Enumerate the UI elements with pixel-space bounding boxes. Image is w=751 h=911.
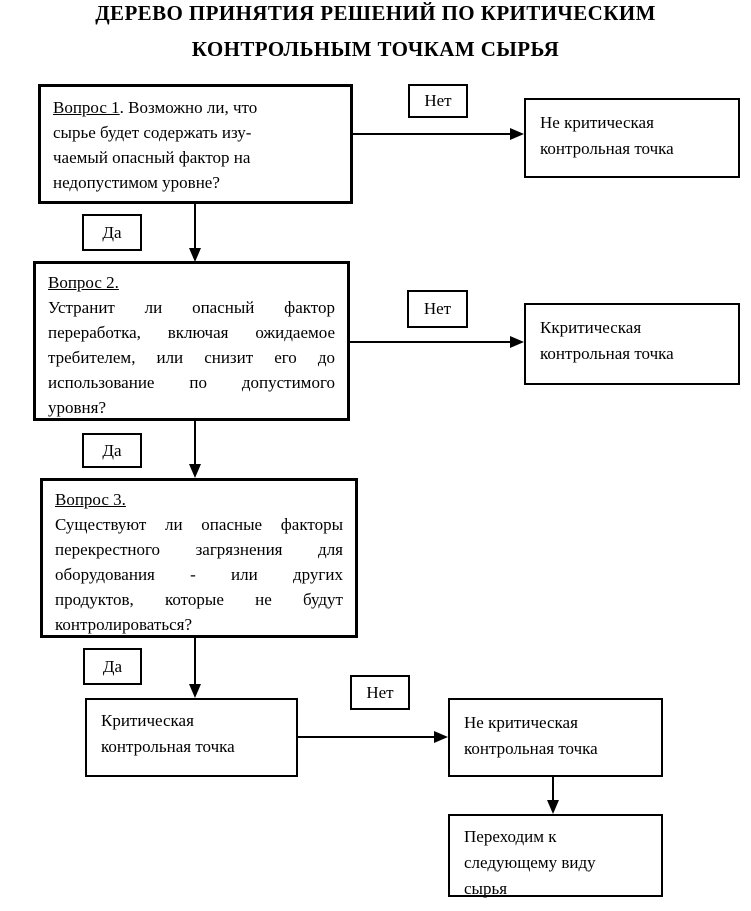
arrowhead-right-icon <box>510 336 524 348</box>
outcome-line: Не критическая <box>464 713 578 732</box>
outcome-line: Переходим к <box>464 827 557 846</box>
outcome-next-raw-material-box: Переходим к следующему виду сырья <box>448 814 663 898</box>
question-1-line-3: чаемый опасный фактор на <box>53 148 251 167</box>
connector-q2-no-line <box>349 341 510 343</box>
outcome-critical-point-bottom-box: Критическая контрольная точка <box>85 698 298 777</box>
question-1-heading-rest: . Возможно ли, что <box>119 98 258 117</box>
question-1-line-1: Вопрос 1. Возможно ли, что <box>53 95 338 120</box>
arrowhead-down-icon <box>189 464 201 478</box>
outcome-line: контрольная точка <box>464 739 598 758</box>
connector-nccp-to-next-line <box>552 777 554 801</box>
question-3-line-5: контролироваться? <box>55 615 192 634</box>
outcome-line: Не критическая <box>540 113 654 132</box>
answer-no-label-3: Нет <box>350 675 410 710</box>
question-1-line-4: недопустимом уровне? <box>53 173 220 192</box>
outcome-line: контрольная точка <box>101 737 235 756</box>
question-2-line-1: Устранит ли опасный фактор <box>48 298 335 317</box>
question-3-line-1: Существуют ли опасные факторы <box>55 515 343 534</box>
outcome-line: следующему виду <box>464 853 596 872</box>
connector-q3-yes-line <box>194 638 196 685</box>
question-2-line-2: переработка, включая ожидаемое <box>48 323 335 342</box>
outcome-line: контрольная точка <box>540 344 674 363</box>
arrowhead-down-icon <box>547 800 559 814</box>
connector-q1-yes-line <box>194 204 196 249</box>
page-title-line-2: КОНТРОЛЬНЫМ ТОЧКАМ СЫРЬЯ <box>191 37 560 61</box>
question-1-heading: Вопрос 1 <box>53 98 120 117</box>
question-1-box: Вопрос 1. Возможно ли, что сырье будет с… <box>38 84 353 204</box>
question-2-line-3: требителем, или снизит его до <box>48 348 335 367</box>
outcome-not-critical-point-top-box: Не критическая контрольная точка <box>524 98 740 178</box>
connector-q2-yes-line <box>194 421 196 465</box>
question-2-line-4: использование по допустимого <box>48 373 335 392</box>
connector-q1-no-line <box>352 133 510 135</box>
question-2-heading: Вопрос 2. <box>48 273 119 292</box>
answer-yes-label-2: Да <box>82 433 142 468</box>
arrowhead-down-icon <box>189 684 201 698</box>
outcome-critical-point-mid-box: Ккритическая контрольная точка <box>524 303 740 385</box>
question-3-line-3: оборудования - или других <box>55 565 343 584</box>
answer-yes-label-3: Да <box>83 648 142 685</box>
question-2-box: Вопрос 2. Устранит ли опасный фактор пер… <box>33 261 350 421</box>
connector-ccp-no-line <box>297 736 434 738</box>
outcome-line: Ккритическая <box>540 318 642 337</box>
question-1-line-2: сырье будет содержать изу- <box>53 123 252 142</box>
outcome-not-critical-point-bottom-box: Не критическая контрольная точка <box>448 698 663 777</box>
arrowhead-down-icon <box>189 248 201 262</box>
answer-no-label-1: Нет <box>408 84 468 118</box>
answer-yes-label-1: Да <box>82 214 142 251</box>
question-3-line-2: перекрестного загрязнения для <box>55 540 343 559</box>
answer-no-label-2: Нет <box>407 290 468 328</box>
question-3-line-4: продуктов, которые не будут <box>55 590 343 609</box>
outcome-line: сырья <box>464 879 508 898</box>
question-3-heading: Вопрос 3. <box>55 490 126 509</box>
question-3-box: Вопрос 3. Существуют ли опасные факторы … <box>40 478 358 638</box>
page-title-line-1: ДЕРЕВО ПРИНЯТИЯ РЕШЕНИЙ ПО КРИТИЧЕСКИМ <box>95 1 656 25</box>
arrowhead-right-icon <box>510 128 524 140</box>
outcome-line: Критическая <box>101 711 194 730</box>
outcome-line: контрольная точка <box>540 139 674 158</box>
question-2-line-5: уровня? <box>48 398 106 417</box>
arrowhead-right-icon <box>434 731 448 743</box>
